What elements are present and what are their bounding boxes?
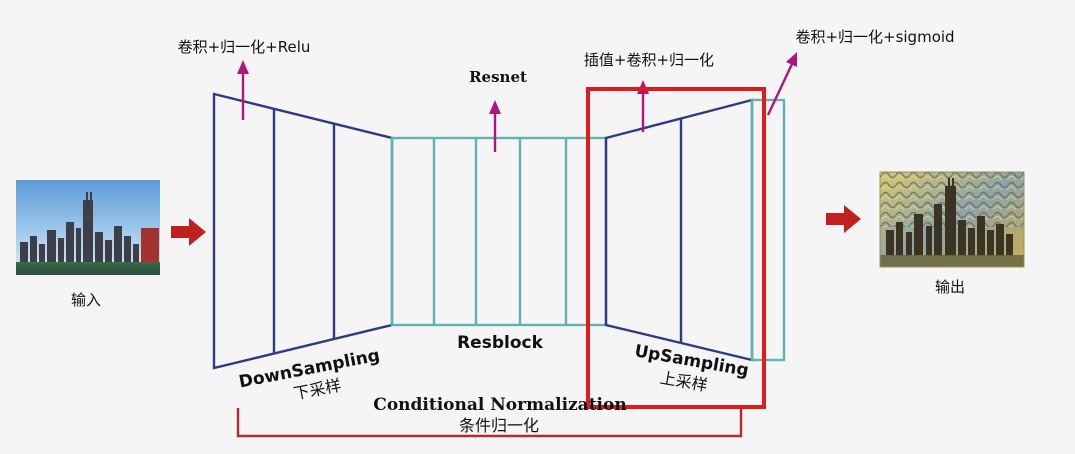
output-image <box>879 171 1025 268</box>
sigmoid-annotation-arrow <box>766 52 797 116</box>
upsampling-highlight-box <box>586 87 766 409</box>
downsampling-annotation-arrow <box>237 60 249 120</box>
conditional-normalization-brace <box>236 408 743 438</box>
upsampling-block <box>604 98 754 362</box>
resnet-annotation-arrow <box>489 100 501 152</box>
final-layer <box>750 98 786 362</box>
downsampling-label-group: DownSampling 下采样 <box>237 346 381 404</box>
sigmoid-annotation: 卷积+归一化+sigmoid <box>795 28 954 46</box>
downsampling-block <box>212 92 394 370</box>
conditional-normalization-label-en: Conditional Normalization <box>373 395 626 415</box>
upsampling-label-group: UpSampling 上采样 <box>633 341 750 395</box>
output-flow-arrow <box>826 205 861 233</box>
resblock-stack <box>390 136 608 327</box>
conditional-normalization-label-cn: 条件归一化 <box>459 416 539 435</box>
downsampling-annotation: 卷积+归一化+Relu <box>178 38 311 56</box>
output-label: 输出 <box>935 278 965 296</box>
resblock-label: Resblock <box>457 333 543 353</box>
input-label: 输入 <box>71 291 101 309</box>
upsampling-annotation: 插值+卷积+归一化 <box>584 51 714 69</box>
resnet-annotation: Resnet <box>469 68 527 86</box>
input-image <box>16 180 160 275</box>
input-flow-arrow <box>171 218 206 246</box>
